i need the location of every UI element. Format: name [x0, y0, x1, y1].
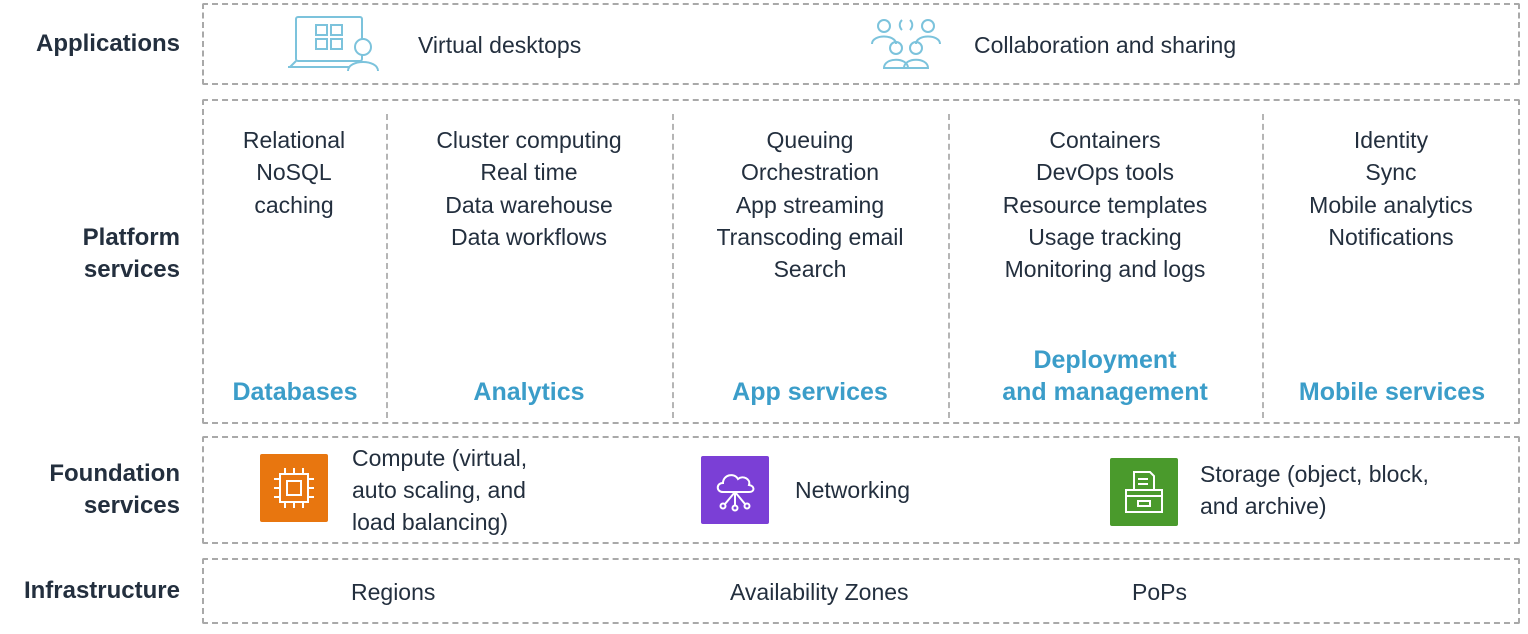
applications-box — [202, 3, 1520, 85]
platform-services-label: Platform services — [0, 222, 180, 286]
analytics-title: Analytics — [473, 378, 585, 406]
list-item: Identity — [1353, 127, 1429, 153]
databases-column: Relational NoSQL caching — [204, 124, 384, 221]
virtual-desktop-icon — [286, 15, 382, 75]
list-item: DevOps tools — [1035, 159, 1175, 186]
list-item: NoSQL — [256, 159, 332, 186]
foundation-services-box — [202, 436, 1520, 544]
list-item: Usage tracking — [1028, 223, 1182, 250]
deployment-column: Containers DevOps tools Resource templat… — [950, 124, 1260, 285]
collaboration-icon — [868, 14, 944, 72]
network-cloud-icon — [701, 456, 769, 524]
app-services-column: Queuing Orchestration App streaming Tran… — [674, 124, 946, 285]
deployment-title-line2: and management — [1002, 378, 1208, 406]
list-item: Orchestration — [740, 159, 880, 186]
platform-services-box — [202, 99, 1520, 424]
networking-text: Networking — [795, 477, 911, 503]
foundation-label-line1: Foundation — [49, 460, 180, 487]
app-virtual-desktops: Virtual desktops — [418, 32, 582, 58]
deployment-title: Deployment and management — [950, 344, 1260, 408]
list-item: App streaming — [735, 191, 885, 218]
column-divider — [386, 114, 388, 418]
column-divider — [948, 114, 950, 418]
list-item: Containers — [1049, 127, 1161, 153]
mobile-services-column: Identity Sync Mobile analytics Notificat… — [1264, 124, 1518, 253]
list-item: Resource templates — [1002, 191, 1208, 218]
column-divider — [672, 114, 674, 418]
list-item: Sync — [1365, 159, 1417, 186]
list-item: Monitoring and logs — [1004, 256, 1206, 283]
infrastructure-label: Infrastructure — [23, 577, 180, 604]
list-item: Queuing — [766, 127, 854, 153]
list-item: Relational — [242, 127, 346, 153]
app-services-title: App services — [732, 378, 888, 406]
compute-line: Compute (virtual, — [352, 445, 528, 471]
list-item: Transcoding email — [716, 223, 904, 250]
list-item: Mobile analytics — [1309, 191, 1473, 218]
column-divider — [1262, 114, 1264, 418]
mobile-services-title: Mobile services — [1298, 378, 1486, 406]
list-item: Data warehouse — [445, 191, 613, 218]
compute-line: load balancing) — [352, 509, 509, 535]
infrastructure-box — [202, 558, 1520, 624]
infra-regions: Regions — [351, 579, 436, 605]
app-collaboration: Collaboration and sharing — [974, 32, 1237, 58]
list-item: Data workflows — [451, 223, 607, 250]
deployment-title-line1: Deployment — [1033, 346, 1177, 374]
list-item: caching — [254, 191, 334, 218]
storage-line: and archive) — [1200, 493, 1327, 519]
foundation-label-line2: services — [83, 492, 180, 519]
list-item: Search — [773, 256, 847, 283]
platform-label-line2: services — [83, 256, 180, 283]
storage-line: Storage (object, block, — [1200, 461, 1429, 487]
compute-line: auto scaling, and — [352, 477, 526, 503]
infra-availability-zones: Availability Zones — [730, 579, 909, 605]
platform-label-line1: Platform — [82, 224, 180, 251]
list-item: Real time — [480, 159, 578, 186]
applications-label: Applications — [35, 30, 180, 57]
infra-pops: PoPs — [1132, 579, 1187, 605]
list-item: Notifications — [1328, 223, 1454, 250]
storage-text: Storage (object, block, and archive) — [1200, 458, 1429, 522]
analytics-column: Cluster computing Real time Data warehou… — [388, 124, 670, 253]
storage-icon — [1110, 458, 1178, 526]
foundation-services-label: Foundation services — [0, 458, 180, 522]
list-item: Cluster computing — [436, 127, 622, 153]
compute-text: Compute (virtual, auto scaling, and load… — [352, 442, 527, 538]
databases-title: Databases — [232, 378, 358, 406]
compute-chip-icon — [260, 454, 328, 522]
